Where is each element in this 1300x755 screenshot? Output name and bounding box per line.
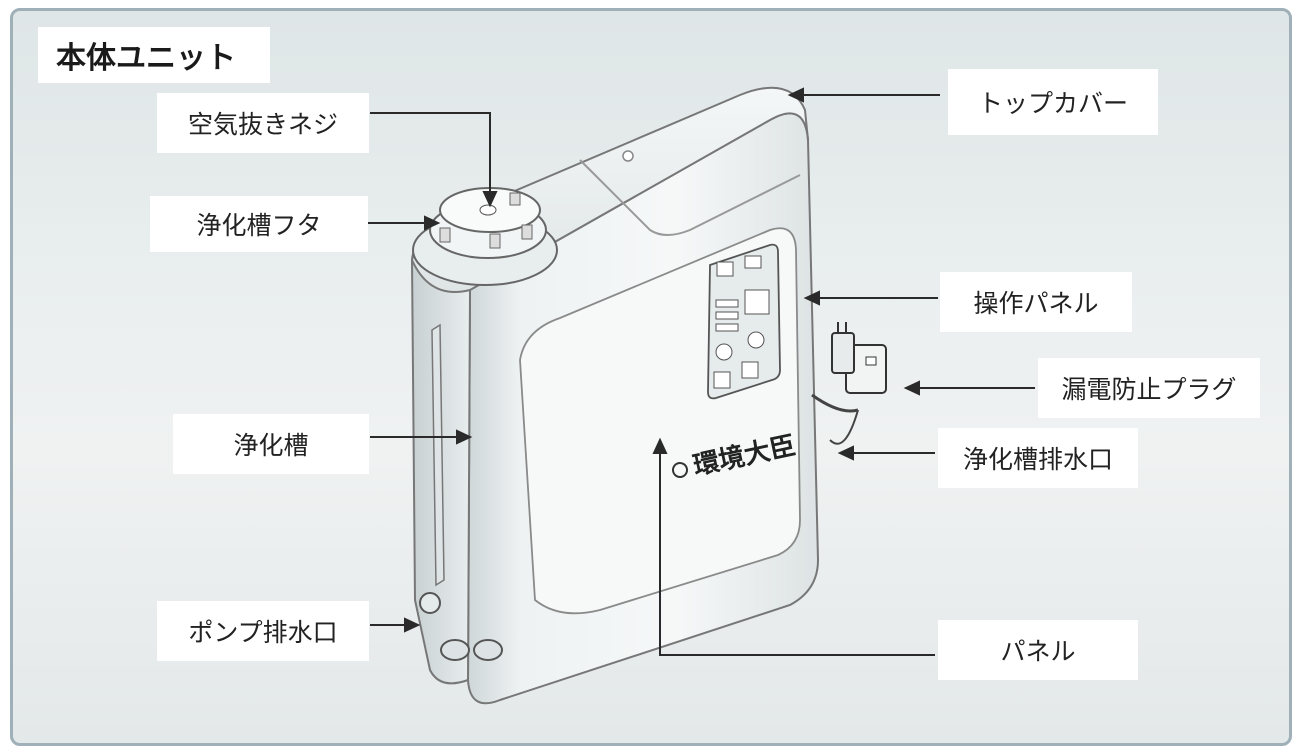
label-pump-drain: ポンプ排水口	[157, 601, 369, 661]
label-leakage-plug: 漏電防止プラグ	[1038, 358, 1260, 418]
control-panel-graphic	[707, 243, 781, 400]
leakage-plug-graphic	[811, 322, 887, 445]
leader-air-vent	[370, 112, 491, 200]
leader-panel	[659, 448, 935, 656]
label-septic-tank: 浄化槽	[173, 414, 369, 474]
label-air-vent-screw: 空気抜きネジ	[157, 93, 369, 153]
label-control-panel: 操作パネル	[940, 272, 1132, 332]
tank-lid-graphic	[412, 187, 558, 286]
label-panel: パネル	[938, 620, 1138, 680]
label-top-cover: トップカバー	[948, 69, 1158, 135]
section-title: 本体ユニット	[38, 27, 270, 83]
label-tank-lid: 浄化槽フタ	[150, 196, 368, 252]
label-tank-drain: 浄化槽排水口	[938, 428, 1138, 488]
